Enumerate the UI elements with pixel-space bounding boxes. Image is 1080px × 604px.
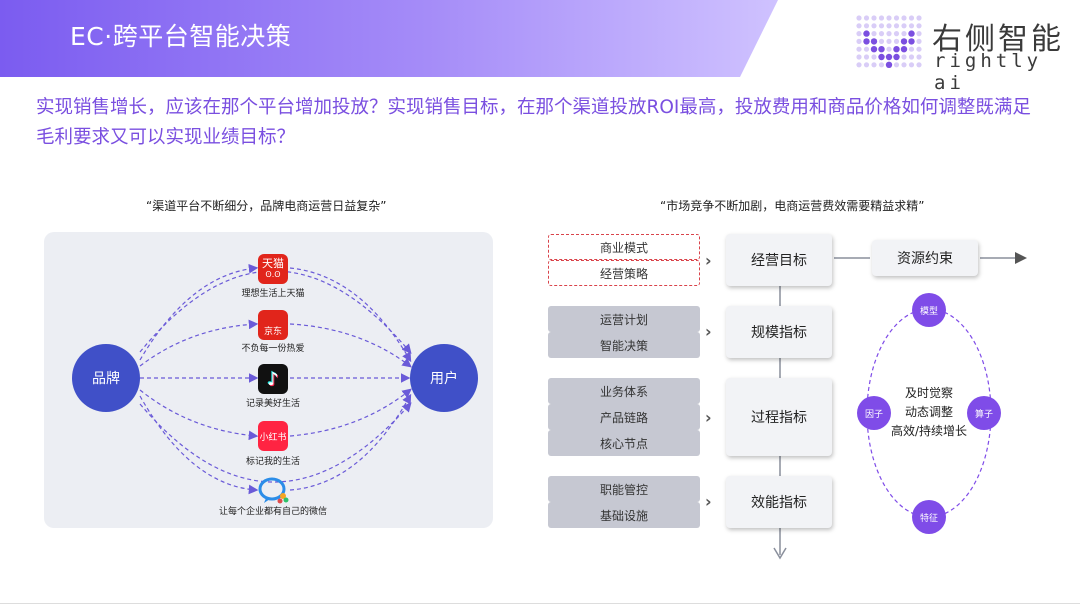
chevron-right-icon: › <box>705 251 712 270</box>
chip-core-node: 核心节点 <box>548 430 700 456</box>
brand-to-wechat-line <box>139 395 259 495</box>
left-caption: “渠道平台不断细分，品牌电商运营日益复杂” <box>146 199 387 213</box>
brand-to-xhs-line <box>139 389 259 441</box>
wechat-to-user-line <box>289 393 412 491</box>
douyin-icon: ♪ <box>258 364 288 394</box>
jd-icon-text: 京东 <box>263 326 282 337</box>
cycle-node-operator: 算子 <box>967 396 1001 430</box>
chevron-right-icon: › <box>705 322 712 341</box>
brand-label: 品牌 <box>92 371 120 387</box>
metric-efficiency: 效能指标 <box>726 476 832 528</box>
chip-infrastructure: 基础设施 <box>548 502 700 528</box>
resource-constraint-box: 资源约束 <box>872 240 978 276</box>
jd-to-user-line <box>289 323 412 368</box>
chip-operation-plan: 运营计划 <box>548 306 700 332</box>
chevron-right-icon: › <box>705 492 712 511</box>
header-background <box>0 0 778 77</box>
cycle-text-perceive: 及时觉察 <box>904 386 953 400</box>
xiaohongshu-label: 标记我的生活 <box>245 457 300 467</box>
chevron-right-icon: › <box>705 408 712 427</box>
user-label: 用户 <box>430 371 458 387</box>
tmall-to-user-line <box>289 267 412 363</box>
chip-business-system: 业务体系 <box>548 378 700 404</box>
key-question: 实现销售增长，应该在那个平台增加投放？实现销售目标，在那个渠道投放ROI最高，投… <box>36 97 1031 148</box>
brand-to-user-bottom-arc <box>139 402 412 483</box>
slide-title: EC·跨平台智能决策 <box>70 22 292 51</box>
chip-product-chain: 产品链路 <box>548 404 700 430</box>
wechat-work-label: 让每个企业都有自己的微信 <box>218 507 327 517</box>
cycle-node-feature: 特征 <box>912 500 946 534</box>
cycle-text-growth: 高效/持续增长 <box>890 424 968 438</box>
axis-arrowhead <box>773 547 787 560</box>
chip-business-strategy: 经营策略 <box>548 260 700 286</box>
brand-circle: 品牌 <box>72 344 140 412</box>
logo-mark-icon <box>856 15 922 68</box>
cycle-center-text: 及时觉察 动态调整 高效/持续增长 <box>882 384 976 441</box>
right-caption: “市场竞争不断加剧，电商运营费效需要精益求精” <box>660 199 925 213</box>
header-banner: EC·跨平台智能决策 右侧智能 rightly ai <box>0 0 1080 94</box>
metric-business-goal: 经营目标 <box>726 234 832 286</box>
metric-scale: 规模指标 <box>726 306 832 358</box>
douyin-icon-text: ♪ <box>267 368 279 390</box>
xiaohongshu-icon-text: 小红书 <box>259 432 287 443</box>
chip-smart-decision: 智能决策 <box>548 332 700 358</box>
logo-english-name: rightly ai <box>934 50 1043 94</box>
metric-process: 过程指标 <box>726 378 832 456</box>
xhs-to-user-line <box>289 388 412 437</box>
jd-icon: 京东 <box>258 310 288 340</box>
tmall-label: 理想生活上天猫 <box>241 289 305 299</box>
tmall-icon-text: 天猫 <box>262 257 284 270</box>
wechat-work-icon <box>258 477 289 504</box>
douyin-label: 记录美好生活 <box>245 399 300 409</box>
logo-chinese-name: 右侧智能 <box>932 22 1064 57</box>
cycle-node-factor: 因子 <box>857 396 891 430</box>
cycle-node-model: 模型 <box>912 293 946 327</box>
xiaohongshu-icon: 小红书 <box>258 421 288 451</box>
chip-function-control: 职能管控 <box>548 476 700 502</box>
company-logo: 右侧智能 rightly ai <box>855 12 1070 94</box>
brand-to-tmall-line <box>139 263 259 361</box>
user-circle: 用户 <box>410 344 478 412</box>
cycle-text-adjust: 动态调整 <box>904 405 953 419</box>
jd-label: 不负每一份热爱 <box>241 344 305 354</box>
chip-business-model: 商业模式 <box>548 234 700 260</box>
